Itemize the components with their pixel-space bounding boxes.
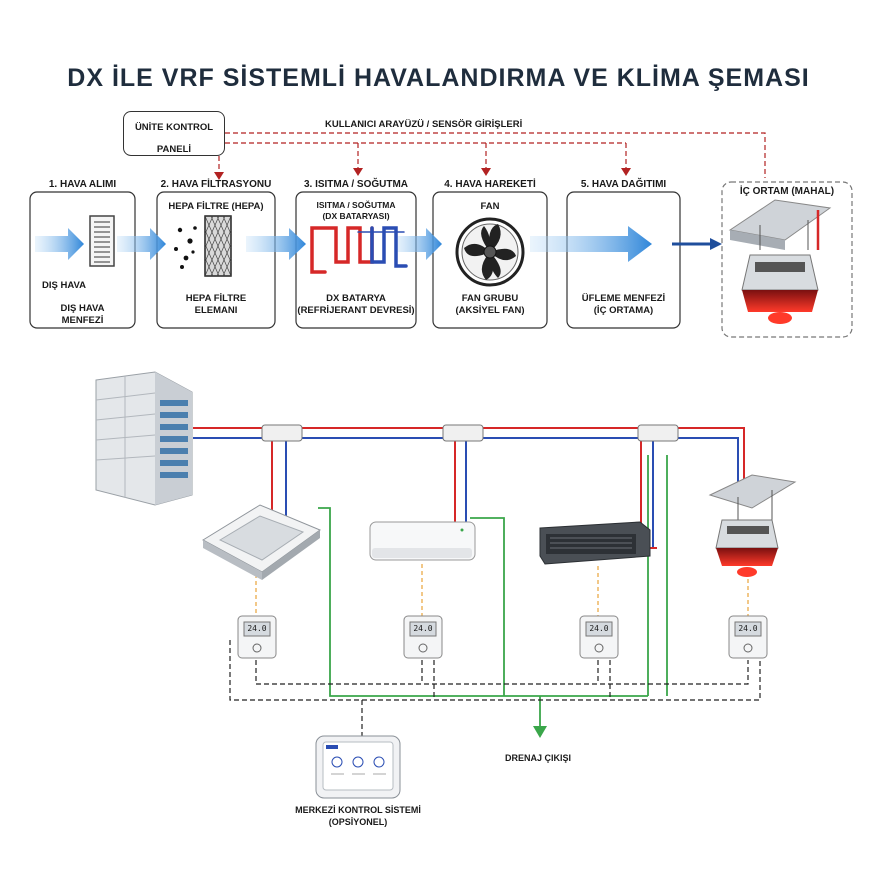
- step3-bottom-1: DX BATARYA: [326, 293, 386, 304]
- step1-bottom-1: DIŞ HAVA: [60, 303, 105, 314]
- control-arrowheads: [214, 168, 631, 180]
- fan-icon: [455, 217, 525, 287]
- outdoor-vrf-unit-icon: [95, 371, 193, 506]
- step4-bottom-2: (AKSİYEL FAN): [455, 305, 525, 316]
- step3-top: ISITMA / SOĞUTMA: [316, 200, 396, 210]
- air-flow-arrows: [35, 226, 722, 262]
- refrigerant-lines: [193, 427, 745, 549]
- thermostat-4-display: 24.0: [738, 624, 758, 633]
- thermostat-3: [579, 615, 619, 659]
- drain-label: DRENAJ ÇIKIŞI: [505, 753, 572, 763]
- step-box-5: [566, 191, 681, 329]
- step-title-5: 5. HAVA DAĞITIMI: [580, 179, 667, 190]
- user-interface-label: KULLANICI ARAYÜZÜ / SENSÖR GİRİŞLERİ: [325, 119, 523, 130]
- drain-lines: [318, 455, 668, 730]
- indoor-space-title: İÇ ORTAM (MAHAL): [739, 186, 835, 197]
- thermostat-2-display: 24.0: [413, 624, 433, 633]
- thermostat-4: [728, 615, 768, 659]
- step4-bottom-1: FAN GRUBU: [461, 293, 519, 304]
- control-network-lines: [229, 640, 761, 736]
- page-title: DX İLE VRF SİSTEMLİ HAVALANDIRMA VE KLİM…: [67, 64, 810, 92]
- thermostat-1: [237, 615, 277, 659]
- central-control-label-2: (OPSİYONEL): [328, 817, 388, 827]
- branch-kits: [261, 424, 679, 442]
- drain-arrowhead: [533, 726, 547, 738]
- step5-bottom-1: ÜFLEME MENFEZİ: [581, 293, 666, 304]
- step-box-3: [295, 191, 417, 329]
- step2-bottom-2: ELEMANI: [194, 305, 238, 316]
- control-panel-label-2: PANELİ: [156, 144, 192, 155]
- step5-bottom-2: (İÇ ORTAMA): [593, 305, 654, 316]
- central-control-touchscreen-icon: [315, 735, 401, 799]
- indoor-cassette-icon: [728, 199, 832, 324]
- ceiling-cassette-unit-icon: [202, 504, 322, 580]
- dx-coil-icon: [310, 226, 408, 274]
- unit-control-panel: ÜNİTE KONTROL PANELİ: [123, 111, 225, 156]
- ducted-unit-icon: [539, 521, 651, 565]
- hepa-filter-icon: [204, 215, 232, 277]
- thermostat-2: [403, 615, 443, 659]
- step-title-3: 3. ISITMA / SOĞUTMA: [303, 179, 409, 190]
- central-control-label-1: MERKEZİ KONTROL SİSTEMİ: [295, 805, 421, 815]
- control-panel-label-1: ÜNİTE KONTROL: [134, 122, 214, 133]
- wall-split-unit-icon: [369, 521, 476, 561]
- step3-top2: (DX BATARYASI): [322, 211, 390, 221]
- thermostat-1-display: 24.0: [247, 624, 267, 633]
- step4-top: FAN: [480, 201, 500, 212]
- thermostat-3-display: 24.0: [589, 624, 609, 633]
- thermostat-signal-lines: [255, 564, 749, 616]
- step2-bottom-1: HEPA FİLTRE: [185, 293, 247, 304]
- outdoor-grille-icon: [89, 215, 115, 267]
- step-title-1: 1. HAVA ALIMI: [48, 179, 117, 190]
- step1-bottom-2: MENFEZİ: [61, 315, 104, 326]
- step3-bottom-2: (REFRİJERANT DEVRESİ): [297, 305, 415, 316]
- step2-top: HEPA FİLTRE (HEPA): [168, 201, 264, 212]
- particles-icon: [174, 226, 197, 269]
- indoor-cassette-icon-2: [708, 474, 797, 577]
- control-signal-lines: [218, 132, 766, 178]
- step-title-4: 4. HAVA HAREKETİ: [444, 179, 536, 190]
- step-title-2: 2. HAVA FİLTRASYONU: [160, 179, 272, 190]
- step1-side-label: DIŞ HAVA: [42, 280, 86, 291]
